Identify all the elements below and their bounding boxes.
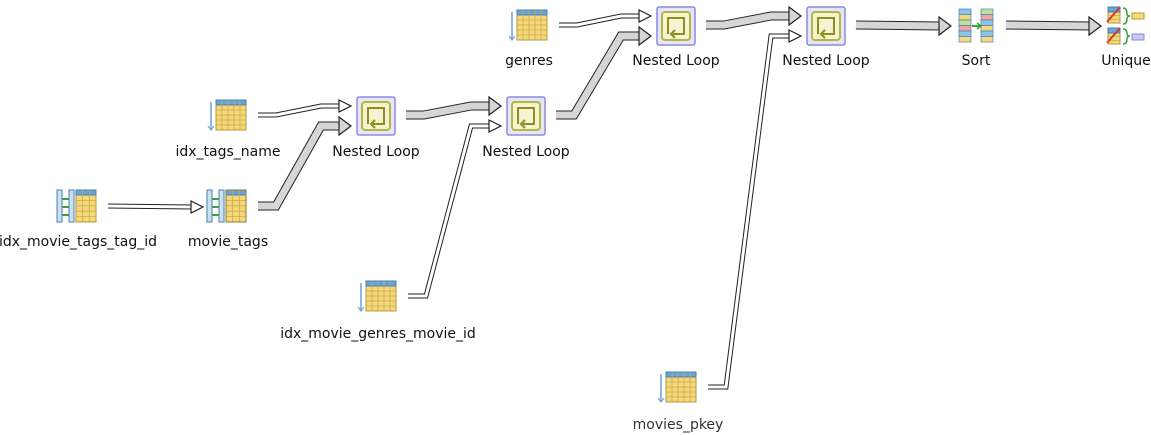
- node-label-idx-movie-genres-movie-id[interactable]: idx_movie_genres_movie_id: [280, 326, 476, 342]
- index-scan-icon[interactable]: [657, 371, 697, 403]
- edge-nl4-to-sort: [855, 15, 952, 37]
- node-label-unique[interactable]: Unique: [1101, 53, 1151, 69]
- index-scan-icon[interactable]: [357, 280, 397, 312]
- node-label-nl2[interactable]: Nested Loop: [482, 144, 570, 160]
- nested-loop-icon[interactable]: [356, 96, 396, 136]
- node-label-nl4[interactable]: Nested Loop: [782, 53, 870, 69]
- node-label-nl1[interactable]: Nested Loop: [332, 144, 420, 160]
- node-label-idx-tags-name[interactable]: idx_tags_name: [175, 144, 281, 160]
- node-label-movie-tags[interactable]: movie_tags: [187, 234, 269, 250]
- unique-icon[interactable]: [1106, 6, 1145, 45]
- index-scan-icon[interactable]: [207, 99, 247, 131]
- bitmap-heap-icon[interactable]: [206, 189, 247, 223]
- edge-idx_movie_tags_tag_id-to-movie_tags: [107, 200, 205, 214]
- node-label-genres[interactable]: genres: [505, 53, 553, 69]
- edge-nl3-to-nl4: [706, 5, 802, 30]
- nested-loop-icon[interactable]: [806, 6, 846, 46]
- nodes-layer: [56, 6, 1145, 403]
- node-label-nl3[interactable]: Nested Loop: [632, 53, 720, 69]
- edges-layer: [107, 5, 1102, 390]
- table-scan-icon[interactable]: [508, 9, 548, 41]
- edge-genres-to-nl3: [559, 9, 653, 28]
- edge-movie_tags-to-nl1: [258, 115, 352, 211]
- edge-idx_tags_name-to-nl1: [258, 99, 353, 118]
- nested-loop-icon[interactable]: [506, 96, 546, 136]
- edge-idx_movie_genres_movie_id-to-nl2: [408, 119, 503, 299]
- nested-loop-icon[interactable]: [656, 6, 696, 46]
- edge-nl2-to-nl3: [556, 25, 652, 120]
- node-label-idx-movie-tags-tag-id[interactable]: idx_movie_tags_tag_id: [0, 234, 158, 250]
- edge-movies_pkey-to-nl4: [708, 29, 803, 390]
- sort-icon[interactable]: [958, 8, 994, 43]
- bitmap-index-icon[interactable]: [56, 189, 97, 223]
- node-label-movies-pkey[interactable]: movies_pkey: [632, 417, 724, 433]
- node-label-sort[interactable]: Sort: [961, 53, 991, 69]
- edge-sort-to-unique: [1005, 15, 1102, 37]
- edge-nl1-to-nl2: [406, 95, 502, 120]
